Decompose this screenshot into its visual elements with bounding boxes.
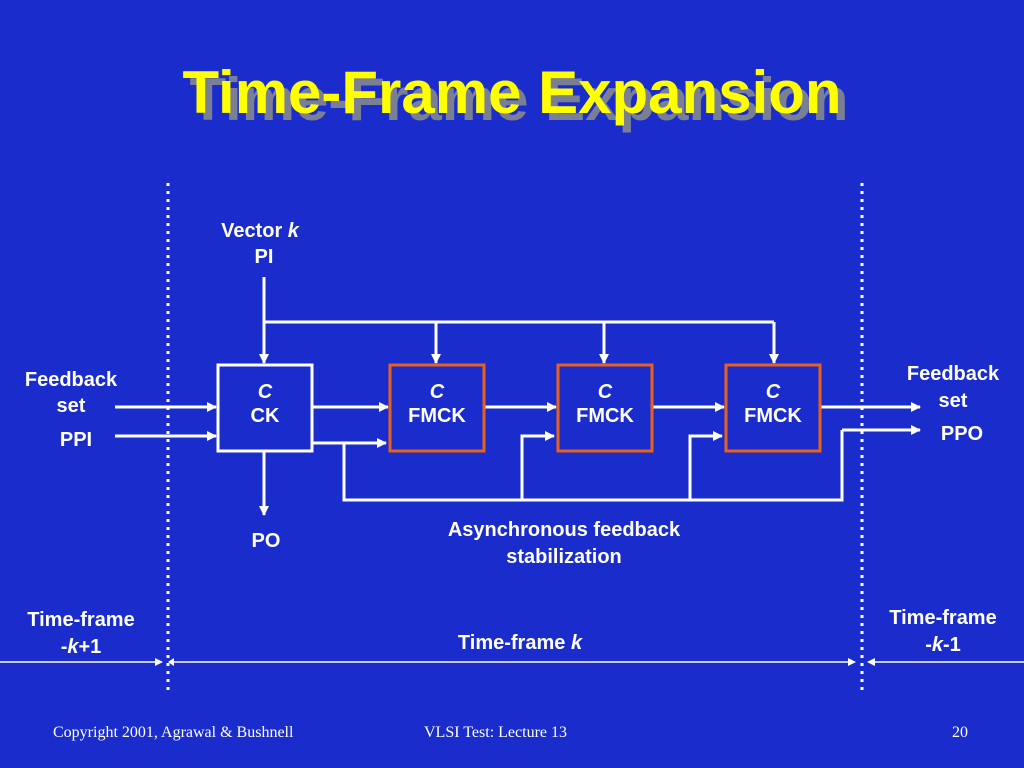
fmck-block-2 bbox=[556, 363, 654, 453]
fmck-block-2-sub: FMCK bbox=[576, 405, 634, 427]
timeframe-right-k: k bbox=[931, 634, 943, 656]
timeframe-center-prefix: Time-frame bbox=[457, 632, 571, 654]
fmck-block-3 bbox=[724, 363, 822, 453]
timeframe-left-label-1: Time-frame bbox=[27, 609, 135, 631]
feedback-left-label-1: Feedback bbox=[24, 369, 118, 391]
timeframe-left-k: k bbox=[67, 636, 79, 658]
footer-copyright: Copyright 2001, Agrawal & Bushnell bbox=[53, 724, 294, 741]
timeframe-right-prefix: - bbox=[925, 634, 932, 656]
ck-block-label: C CK bbox=[218, 380, 312, 428]
async-feedback-loop bbox=[342, 430, 844, 502]
fmck-block-1 bbox=[388, 363, 486, 453]
vector-text: Vector bbox=[221, 220, 288, 242]
fmck-block-3-sub: FMCK bbox=[744, 405, 802, 427]
ck-block bbox=[216, 363, 314, 453]
footer-course: VLSI Test: Lecture 13 bbox=[424, 724, 567, 741]
pi-label: PI bbox=[254, 246, 274, 268]
fmck-block-3-name: C bbox=[765, 381, 781, 403]
fmck-block-1-label: C FMCK bbox=[390, 380, 484, 428]
fmck-block-2-name: C bbox=[597, 381, 613, 403]
slide-title-shadow: Time-Frame Expansion bbox=[189, 66, 849, 133]
ppo-label: PPO bbox=[940, 423, 984, 445]
ck-block-sub: CK bbox=[250, 405, 280, 427]
footer-page-number: 20 bbox=[952, 724, 968, 741]
async-label-2: stabilization bbox=[506, 546, 622, 568]
timeframe-center-label: Time-frame k bbox=[400, 630, 640, 656]
slide-title-text: Time-Frame Expansion bbox=[182, 59, 842, 126]
ck-block-name: C bbox=[257, 381, 273, 403]
fmck-block-2-label: C FMCK bbox=[558, 380, 652, 428]
feedback-right-label-2: set bbox=[938, 390, 968, 412]
timeframe-center-k: k bbox=[570, 632, 583, 654]
timeframe-left-label-2: -k+1 bbox=[6, 634, 156, 660]
timeframe-left-suffix: +1 bbox=[78, 636, 102, 658]
po-label: PO bbox=[251, 530, 281, 552]
vector-k: k bbox=[287, 220, 299, 242]
async-label-1: Asynchronous feedback bbox=[447, 519, 681, 541]
async-to-block-3 bbox=[688, 431, 723, 500]
timeframe-right-suffix: -1 bbox=[943, 634, 961, 656]
async-to-block-2 bbox=[520, 431, 555, 500]
timeframe-right-label-1: Time-frame bbox=[889, 607, 997, 629]
feedback-right-label-1: Feedback bbox=[906, 363, 1000, 385]
timeframe-left-prefix: - bbox=[60, 636, 68, 658]
feedback-left-label-2: set bbox=[56, 395, 86, 417]
fmck-block-1-name: C bbox=[429, 381, 445, 403]
slide-title: Time-Frame Expansion Time-Frame Expansio… bbox=[0, 58, 1024, 138]
vector-label: Vector k bbox=[204, 218, 316, 244]
timeframe-center-arrow-head bbox=[168, 658, 174, 666]
fmck-block-3-label: C FMCK bbox=[726, 380, 820, 428]
ppi-label: PPI bbox=[59, 429, 93, 451]
timeframe-right-label-2: -k-1 bbox=[868, 632, 1018, 658]
fmck-block-1-sub: FMCK bbox=[408, 405, 466, 427]
